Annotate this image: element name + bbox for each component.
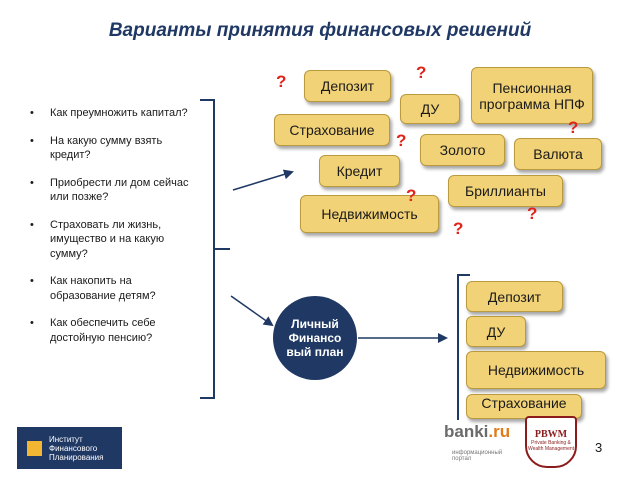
ifp-logo-mark-icon	[27, 440, 42, 456]
list-item: Приобрести ли дом сейчас или позже?	[30, 176, 190, 205]
pbwm-logo: PBWM Private Banking & Wealth Management	[525, 416, 577, 468]
list-item: Как обеспечить себе достойную пенсию?	[30, 316, 190, 345]
option-du: ДУ	[400, 94, 460, 124]
personal-plan-circle: Личный Финансо вый план	[273, 296, 357, 380]
result-realty: Недвижимость	[466, 351, 606, 389]
pbwm-wordmark: PBWM	[534, 429, 568, 440]
banki-logo: banki.ru информационный портал	[436, 420, 516, 470]
arrow-to-plan	[230, 295, 274, 327]
option-insurance: Страхование	[274, 114, 390, 146]
question-mark: ?	[527, 204, 538, 223]
option-deposit: Депозит	[304, 70, 391, 102]
result-insurance: Страхование	[466, 394, 582, 419]
banki-subtitle: информационный портал	[452, 450, 503, 462]
question-mark: ?	[453, 219, 464, 238]
ifp-logo-text: Институт Финансового Планирования	[49, 434, 104, 462]
list-item: Страховать ли жизнь, имущество и на каку…	[30, 218, 190, 262]
result-deposit: Депозит	[466, 281, 563, 312]
option-realty: Недвижимость	[300, 195, 439, 233]
list-item: Как преумножить капитал?	[30, 106, 190, 121]
option-diamonds: Бриллианты	[448, 175, 563, 207]
option-credit: Кредит	[319, 155, 400, 187]
question-mark: ?	[568, 118, 579, 137]
page-number: 3	[595, 440, 603, 455]
question-mark: ?	[396, 131, 407, 150]
option-gold: Золото	[420, 134, 505, 166]
personal-plan-label: Личный Финансо вый план	[286, 317, 344, 359]
list-item: Как накопить на образование детям?	[30, 274, 190, 303]
option-currency: Валюта	[514, 138, 602, 170]
right-bracket	[457, 274, 470, 420]
question-mark: ?	[416, 63, 427, 82]
ifp-logo: Институт Финансового Планирования	[17, 427, 122, 469]
question-mark: ?	[276, 72, 287, 91]
arrow-to-options	[232, 169, 294, 191]
result-du: ДУ	[466, 316, 526, 347]
banki-wordmark: banki.ru	[444, 422, 511, 441]
pbwm-subtitle: Private Banking & Wealth Management	[527, 440, 575, 452]
slide-title: Варианты принятия финансовых решений	[108, 20, 532, 41]
left-bracket	[200, 99, 215, 399]
question-list: Как преумножить капитал? На какую сумму …	[30, 106, 190, 358]
option-pension: Пенсионная программа НПФ	[471, 67, 593, 124]
list-item: На какую сумму взять кредит?	[30, 134, 190, 163]
question-mark: ?	[406, 186, 417, 205]
